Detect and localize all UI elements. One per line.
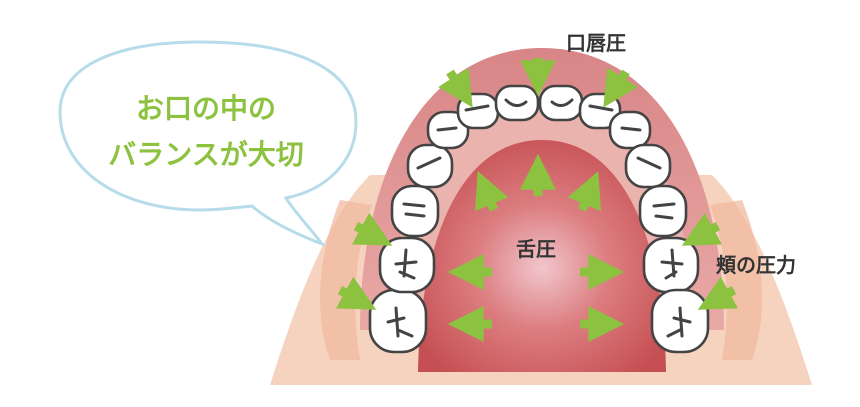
cheek-pressure-arrows bbox=[335, 212, 739, 310]
arrow bbox=[567, 171, 601, 212]
lip-pressure-label: 口唇圧 bbox=[566, 31, 626, 55]
tooth-grooves bbox=[386, 98, 692, 338]
tooth bbox=[390, 184, 440, 238]
arrow bbox=[603, 67, 638, 108]
tooth bbox=[494, 84, 540, 122]
arrow bbox=[351, 212, 393, 246]
tooth bbox=[624, 143, 672, 189]
teeth bbox=[368, 84, 710, 354]
tongue-pressure-label: 舌圧 bbox=[516, 237, 556, 261]
speech-bubble: お口の中の バランスが大切 bbox=[58, 40, 358, 248]
arrow bbox=[475, 171, 509, 212]
bubble-line-2: バランスが大切 bbox=[108, 138, 303, 171]
arrow bbox=[438, 67, 473, 108]
tooth bbox=[642, 236, 700, 294]
arrow bbox=[681, 212, 723, 246]
speech-bubble-outline bbox=[58, 40, 358, 248]
bubble-line-1: お口の中の bbox=[136, 92, 276, 125]
tooth bbox=[378, 236, 436, 294]
cheek-pressure-label: 頬の圧力 bbox=[716, 253, 796, 277]
lip-pressure-arrows bbox=[438, 58, 638, 108]
tooth bbox=[456, 92, 500, 130]
arrow bbox=[697, 276, 739, 310]
tongue-pressure-arrows bbox=[447, 153, 625, 342]
tooth bbox=[638, 184, 688, 238]
arrow bbox=[335, 276, 377, 310]
tooth bbox=[406, 143, 454, 189]
tooth bbox=[538, 84, 584, 122]
